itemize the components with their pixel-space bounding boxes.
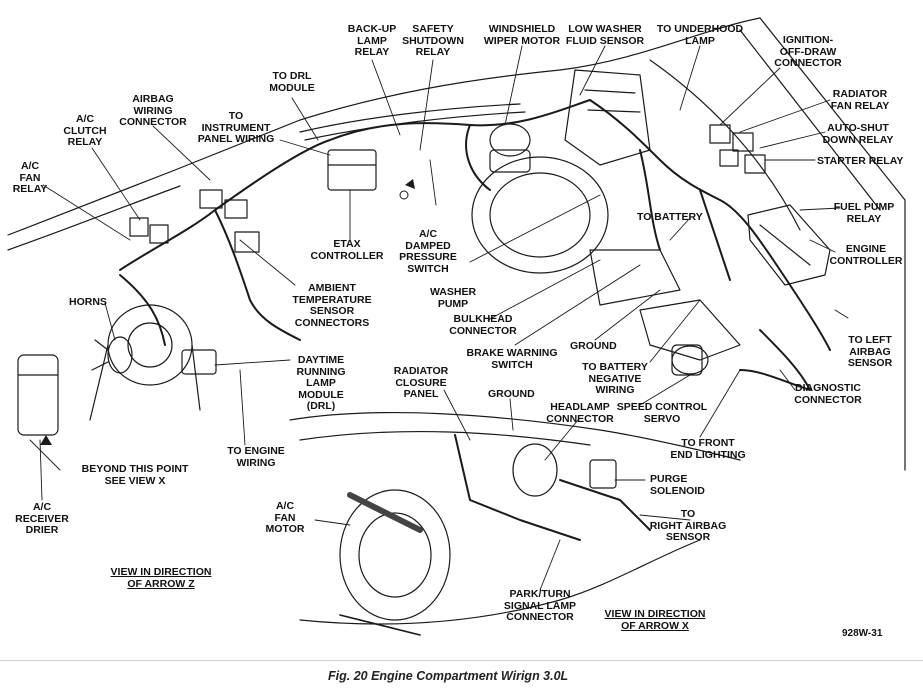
label-beyond-this-point: BEYOND THIS POINT SEE VIEW X [81, 463, 189, 487]
wiring-harness [119, 99, 831, 391]
label-ac-fan-relay: A/C FAN RELAY [12, 160, 48, 195]
etax-controller-box [327, 149, 377, 191]
leader-lines [29, 45, 849, 591]
battery-area [589, 249, 741, 361]
label-to-instrument-panel-wiring: TO INSTRUMENT PANEL WIRING [197, 110, 275, 145]
brake-booster [471, 156, 609, 274]
label-low-washer-fluid-sensor: LOW WASHER FLUID SENSOR [565, 23, 645, 47]
fender-outline [7, 17, 906, 471]
arrow-markers [40, 179, 415, 445]
drl-module-box [181, 349, 217, 375]
relay-bank-right [709, 124, 766, 174]
label-radiator-fan-relay: RADIATOR FAN RELAY [830, 88, 890, 112]
label-horns: HORNS [69, 296, 107, 308]
label-view-arrow-z: VIEW IN DIRECTION OF ARROW Z [110, 566, 212, 590]
label-backup-lamp-relay: BACK-UP LAMP RELAY [347, 23, 397, 58]
label-ambient-temperature-sensor-connectors: AMBIENT TEMPERATURE SENSOR CONNECTORS [292, 282, 372, 329]
label-ac-damped-pressure-switch: A/C DAMPED PRESSURE SWITCH [399, 228, 457, 275]
label-speed-control-servo: SPEED CONTROL SERVO [616, 401, 708, 425]
label-headlamp-connector: HEADLAMP CONNECTOR [546, 401, 614, 425]
cowl [299, 103, 526, 141]
label-safety-shutdown-relay: SAFETY SHUTDOWN RELAY [402, 23, 464, 58]
label-to-left-airbag-sensor: TO LEFT AIRBAG SENSOR [847, 334, 893, 369]
label-daytime-running-lamp-module: DAYTIME RUNNING LAMP MODULE (DRL) [296, 354, 346, 412]
label-purge-solenoid: PURGE SOLENOID [650, 473, 705, 497]
label-auto-shut-down-relay: AUTO-SHUT DOWN RELAY [822, 122, 894, 146]
washer-reservoir [564, 69, 651, 166]
label-to-battery-negative-wiring: TO BATTERY NEGATIVE WIRING [582, 361, 648, 396]
figure-code: 928W-31 [842, 628, 883, 639]
label-etax-controller: ETAX CONTROLLER [310, 238, 384, 262]
view-x-inset [289, 411, 741, 636]
label-fuel-pump-relay: FUEL PUMP RELAY [833, 201, 895, 225]
label-radiator-closure-panel: RADIATOR CLOSURE PANEL [393, 365, 449, 400]
label-to-right-airbag-sensor: TO RIGHT AIRBAG SENSOR [649, 508, 727, 543]
label-engine-controller: ENGINE CONTROLLER [829, 243, 903, 267]
speed-control-servo-part [671, 344, 709, 376]
label-ignition-off-draw-connector: IGNITION- OFF-DRAW CONNECTOR [774, 34, 842, 69]
strut-tower-left [89, 304, 201, 421]
receiver-drier [17, 354, 59, 436]
label-brake-warning-switch: BRAKE WARNING SWITCH [466, 347, 558, 371]
label-to-engine-wiring: TO ENGINE WIRING [227, 445, 285, 469]
engine-controller-box [747, 204, 831, 286]
figure-caption: Fig. 20 Engine Compartment Wirign 3.0L [328, 669, 569, 683]
wiper-motor [489, 123, 531, 173]
label-to-battery: TO BATTERY [637, 211, 703, 223]
engine-compartment-diagram [7, 17, 906, 636]
horn [91, 336, 133, 374]
label-bulkhead-connector: BULKHEAD CONNECTOR [449, 313, 517, 337]
label-to-drl-module: TO DRL MODULE [269, 70, 315, 94]
relay-bank-left [129, 189, 260, 253]
label-windshield-wiper-motor: WINDSHIELD WIPER MOTOR [483, 23, 561, 47]
label-airbag-wiring-connector: AIRBAG WIRING CONNECTOR [119, 93, 187, 128]
label-to-underhood-lamp: TO UNDERHOOD LAMP [656, 23, 744, 47]
label-park-turn-signal-lamp-connector: PARK/TURN SIGNAL LAMP CONNECTOR [503, 588, 577, 623]
label-diagnostic-connector: DIAGNOSTIC CONNECTOR [794, 382, 862, 406]
label-starter-relay: STARTER RELAY [817, 155, 904, 167]
label-ground-1: GROUND [570, 340, 617, 352]
label-washer-pump: WASHER PUMP [429, 286, 477, 310]
label-ground-2: GROUND [488, 388, 535, 400]
label-to-front-end-lighting: TO FRONT END LIGHTING [670, 437, 746, 461]
diagram-artwork [7, 17, 906, 636]
label-view-arrow-x: VIEW IN DIRECTION OF ARROW X [604, 608, 706, 632]
caption-bar: Fig. 20 Engine Compartment Wirign 3.0L [0, 660, 923, 690]
label-ac-fan-motor: A/C FAN MOTOR [265, 500, 305, 535]
label-ac-clutch-relay: A/C CLUTCH RELAY [63, 113, 107, 148]
label-ac-receiver-drier: A/C RECEIVER DRIER [15, 501, 69, 536]
